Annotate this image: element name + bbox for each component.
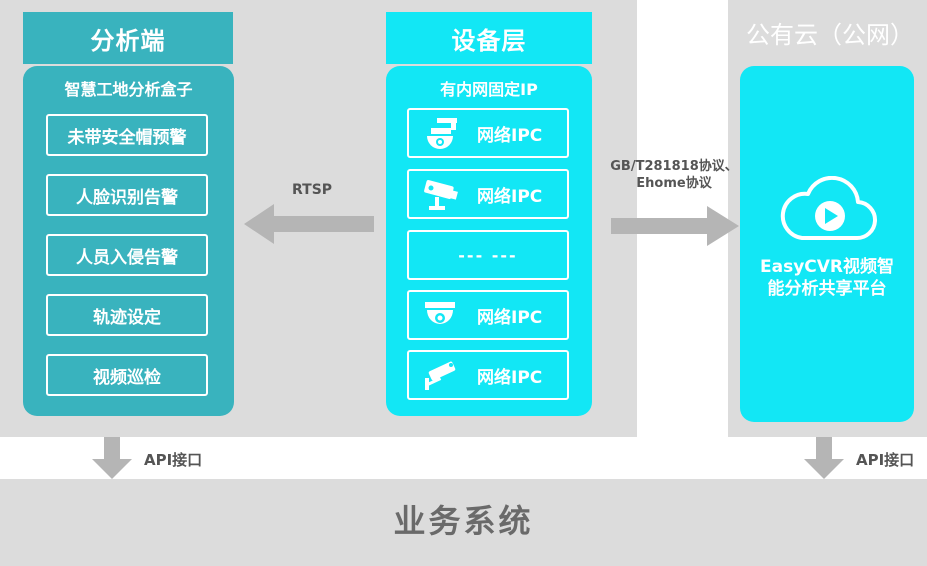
platform-label: EasyCVR视频智 能分析共享平台: [752, 256, 902, 300]
analysis-header: 分析端: [23, 12, 233, 64]
camera-item: 网络IPC: [407, 169, 569, 219]
camera-label: 网络IPC: [477, 367, 543, 388]
camera-label: 网络IPC: [477, 125, 543, 146]
api-arrow-left: [92, 437, 132, 479]
cloud-header: 公有云（公网）: [746, 20, 914, 49]
function-video-patrol: 视频巡检: [46, 354, 208, 396]
rtsp-arrow: [244, 204, 374, 244]
function-helmet-warning: 未带安全帽预警: [46, 114, 208, 156]
dome-camera-icon: [425, 302, 455, 324]
rtsp-label: RTSP: [292, 182, 333, 198]
api-label-right: API接口: [856, 451, 915, 469]
cloud-platform-panel: [740, 66, 914, 422]
platform-label-line2: 能分析共享平台: [767, 279, 887, 299]
function-intrusion-alarm: 人员入侵告警: [46, 234, 208, 276]
camera-label: 网络IPC: [477, 307, 543, 328]
device-layer-title: 有内网固定IP: [440, 80, 538, 99]
camera-item: 网络IPC: [407, 108, 569, 158]
device-header: 设备层: [386, 12, 592, 64]
protocol-label-line1: GB/T281818协议、: [610, 159, 738, 174]
cloud-play-icon: [780, 176, 878, 241]
business-system-zone: [0, 479, 927, 566]
platform-label-line1: EasyCVR视频智: [759, 257, 894, 277]
business-system-title: 业务系统: [393, 502, 534, 540]
wall-mount-camera-icon: [425, 361, 456, 390]
dome-ptz-camera-icon: [427, 118, 457, 149]
function-track-setting: 轨迹设定: [46, 294, 208, 336]
protocol-label-line2: Ehome协议: [636, 176, 712, 191]
analysis-box-title: 智慧工地分析盒子: [64, 80, 193, 99]
api-label-left: API接口: [144, 451, 203, 469]
function-face-recognition: 人脸识别告警: [46, 174, 208, 216]
camera-label: 网络IPC: [477, 186, 543, 207]
protocol-arrow: [611, 206, 739, 246]
camera-item: 网络IPC: [407, 290, 569, 340]
camera-item: 网络IPC: [407, 350, 569, 400]
bullet-camera-icon: [424, 180, 458, 210]
protocol-label: GB/T281818协议、 Ehome协议: [604, 158, 744, 192]
camera-placeholder: --- ---: [407, 230, 569, 280]
ellipsis-label: --- ---: [458, 245, 518, 265]
api-arrow-right: [804, 437, 844, 479]
analysis-box-panel: 智慧工地分析盒子: [23, 66, 234, 416]
device-layer-panel: 有内网固定IP: [386, 66, 592, 416]
